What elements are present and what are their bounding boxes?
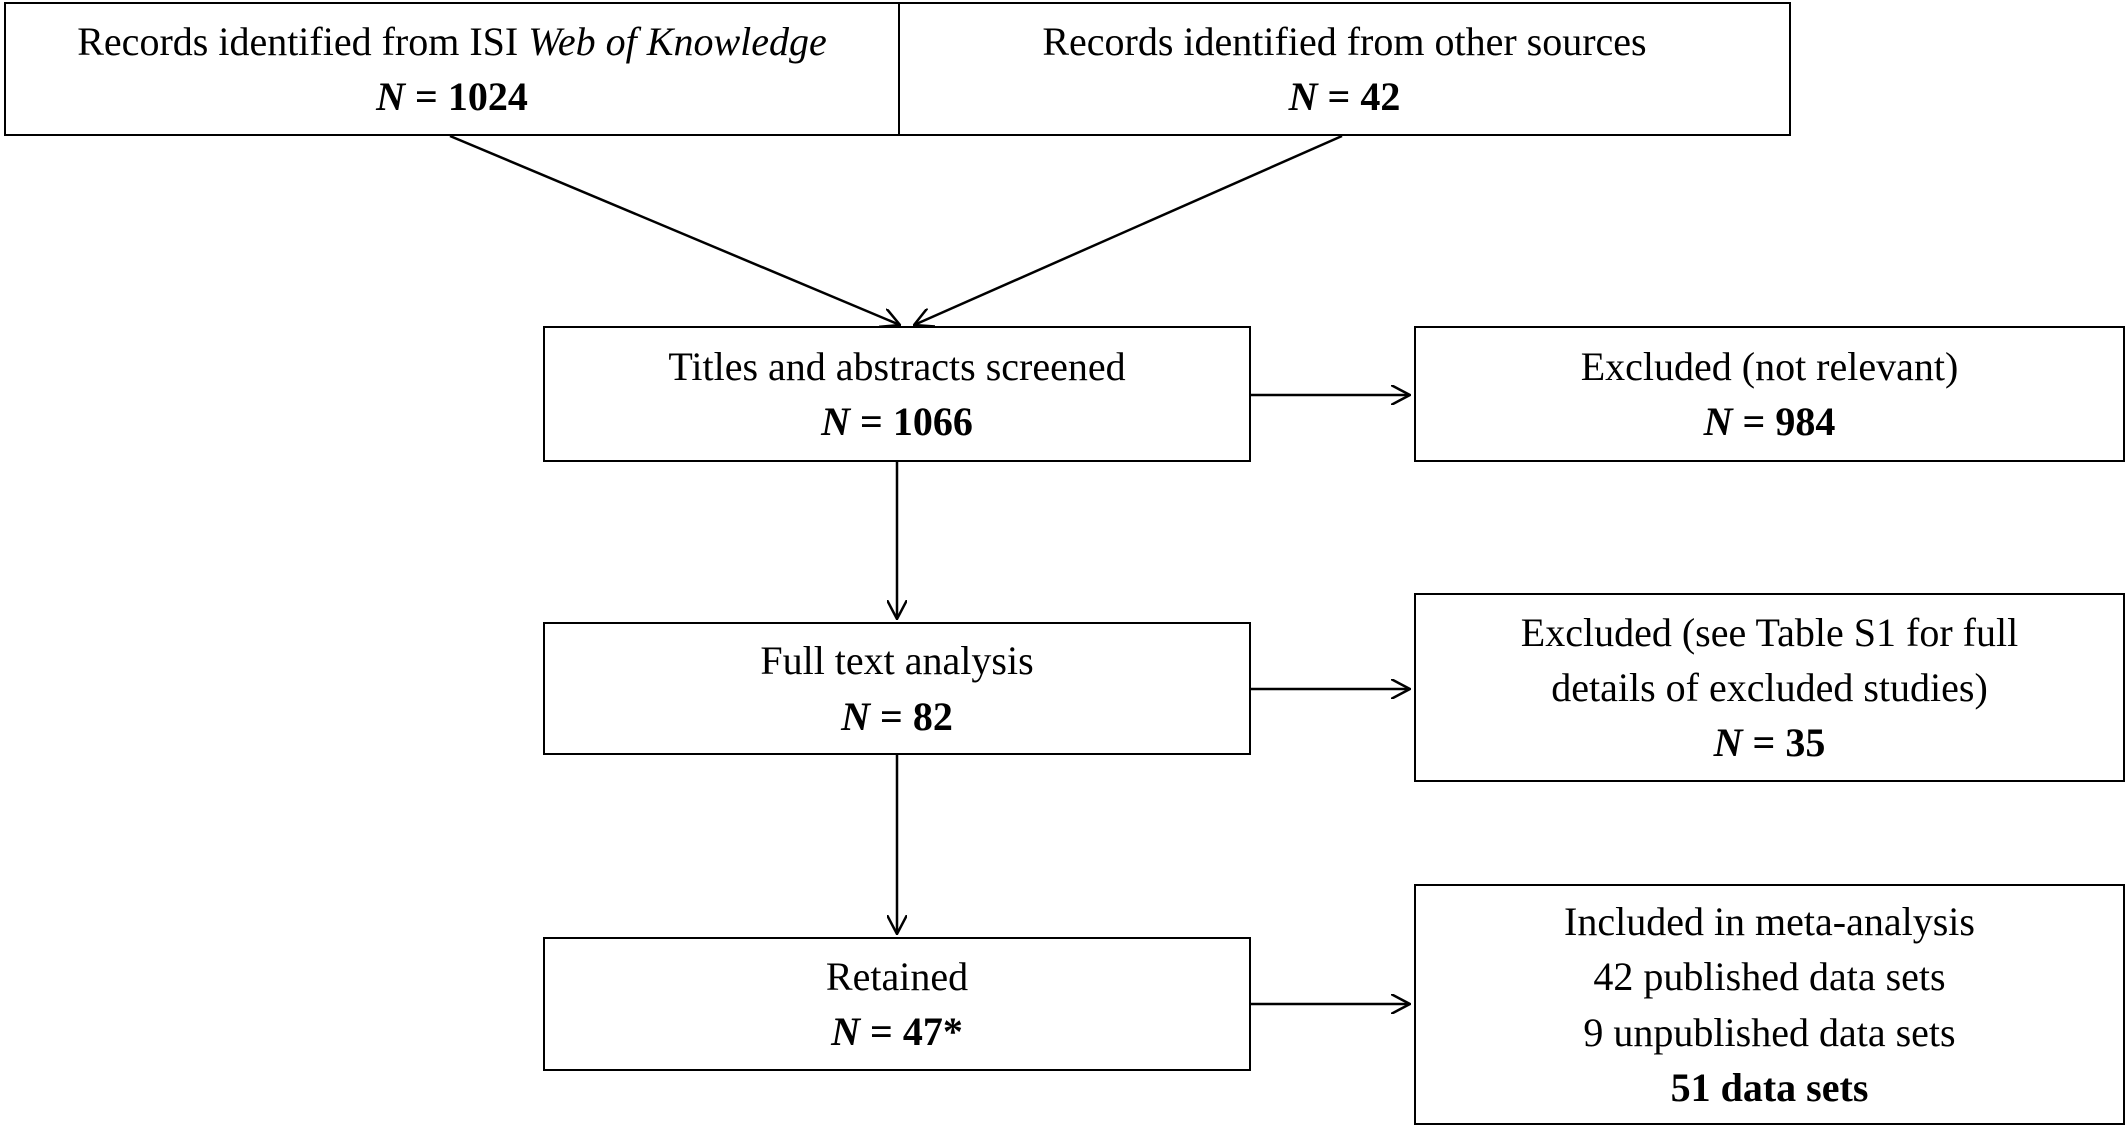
node-other-records-label: Records identified from other sources [1042, 18, 1647, 64]
node-screened-count: N = 1066 [821, 399, 973, 444]
node-screened: Titles and abstracts screened N = 1066 [543, 326, 1251, 462]
web-of-knowledge-label: Web of Knowledge [528, 18, 827, 64]
node-isi-records-label: Records identified from ISI Web of Knowl… [77, 18, 827, 64]
node-retained-label: Retained [825, 953, 969, 999]
node-isi-records-count: N = 1024 [376, 74, 528, 119]
node-excluded-not-relevant: Excluded (not relevant) N = 984 [1414, 326, 2125, 462]
node-included-line-2: 42 published data sets [1593, 954, 1946, 1000]
node-excluded-full-text: Excluded (see Table S1 for full details … [1414, 593, 2125, 782]
node-included-line-3: 9 unpublished data sets [1583, 1009, 1956, 1055]
node-retained: Retained N = 47* [543, 937, 1251, 1071]
node-isi-records: Records identified from ISI Web of Knowl… [4, 2, 900, 136]
node-excluded-not-relevant-label: Excluded (not relevant) [1580, 343, 1959, 389]
node-full-text-count: N = 82 [841, 693, 953, 739]
node-screened-label: Titles and abstracts screened [668, 343, 1126, 389]
node-excluded-full-text-line-1: Excluded (see Table S1 for full [1520, 609, 2019, 655]
node-included: Included in meta-analysis 42 published d… [1414, 884, 2125, 1125]
node-full-text: Full text analysis N = 82 [543, 622, 1251, 755]
arrow-isi-to-screened [449, 134, 900, 325]
node-retained-count: N = 47* [831, 1009, 963, 1054]
node-included-line-1: Included in meta-analysis [1564, 899, 1975, 945]
node-other-records: Records identified from other sources N … [898, 2, 1791, 136]
node-included-total: 51 data sets [1670, 1064, 1869, 1110]
node-full-text-label: Full text analysis [760, 638, 1034, 684]
node-other-records-count: N = 42 [1288, 74, 1401, 119]
node-excluded-not-relevant-count: N = 984 [1703, 399, 1836, 444]
node-excluded-full-text-count: N = 35 [1713, 720, 1826, 766]
arrow-other-to-screened [914, 134, 1343, 325]
node-excluded-full-text-line-2: details of excluded studies) [1551, 664, 1988, 710]
